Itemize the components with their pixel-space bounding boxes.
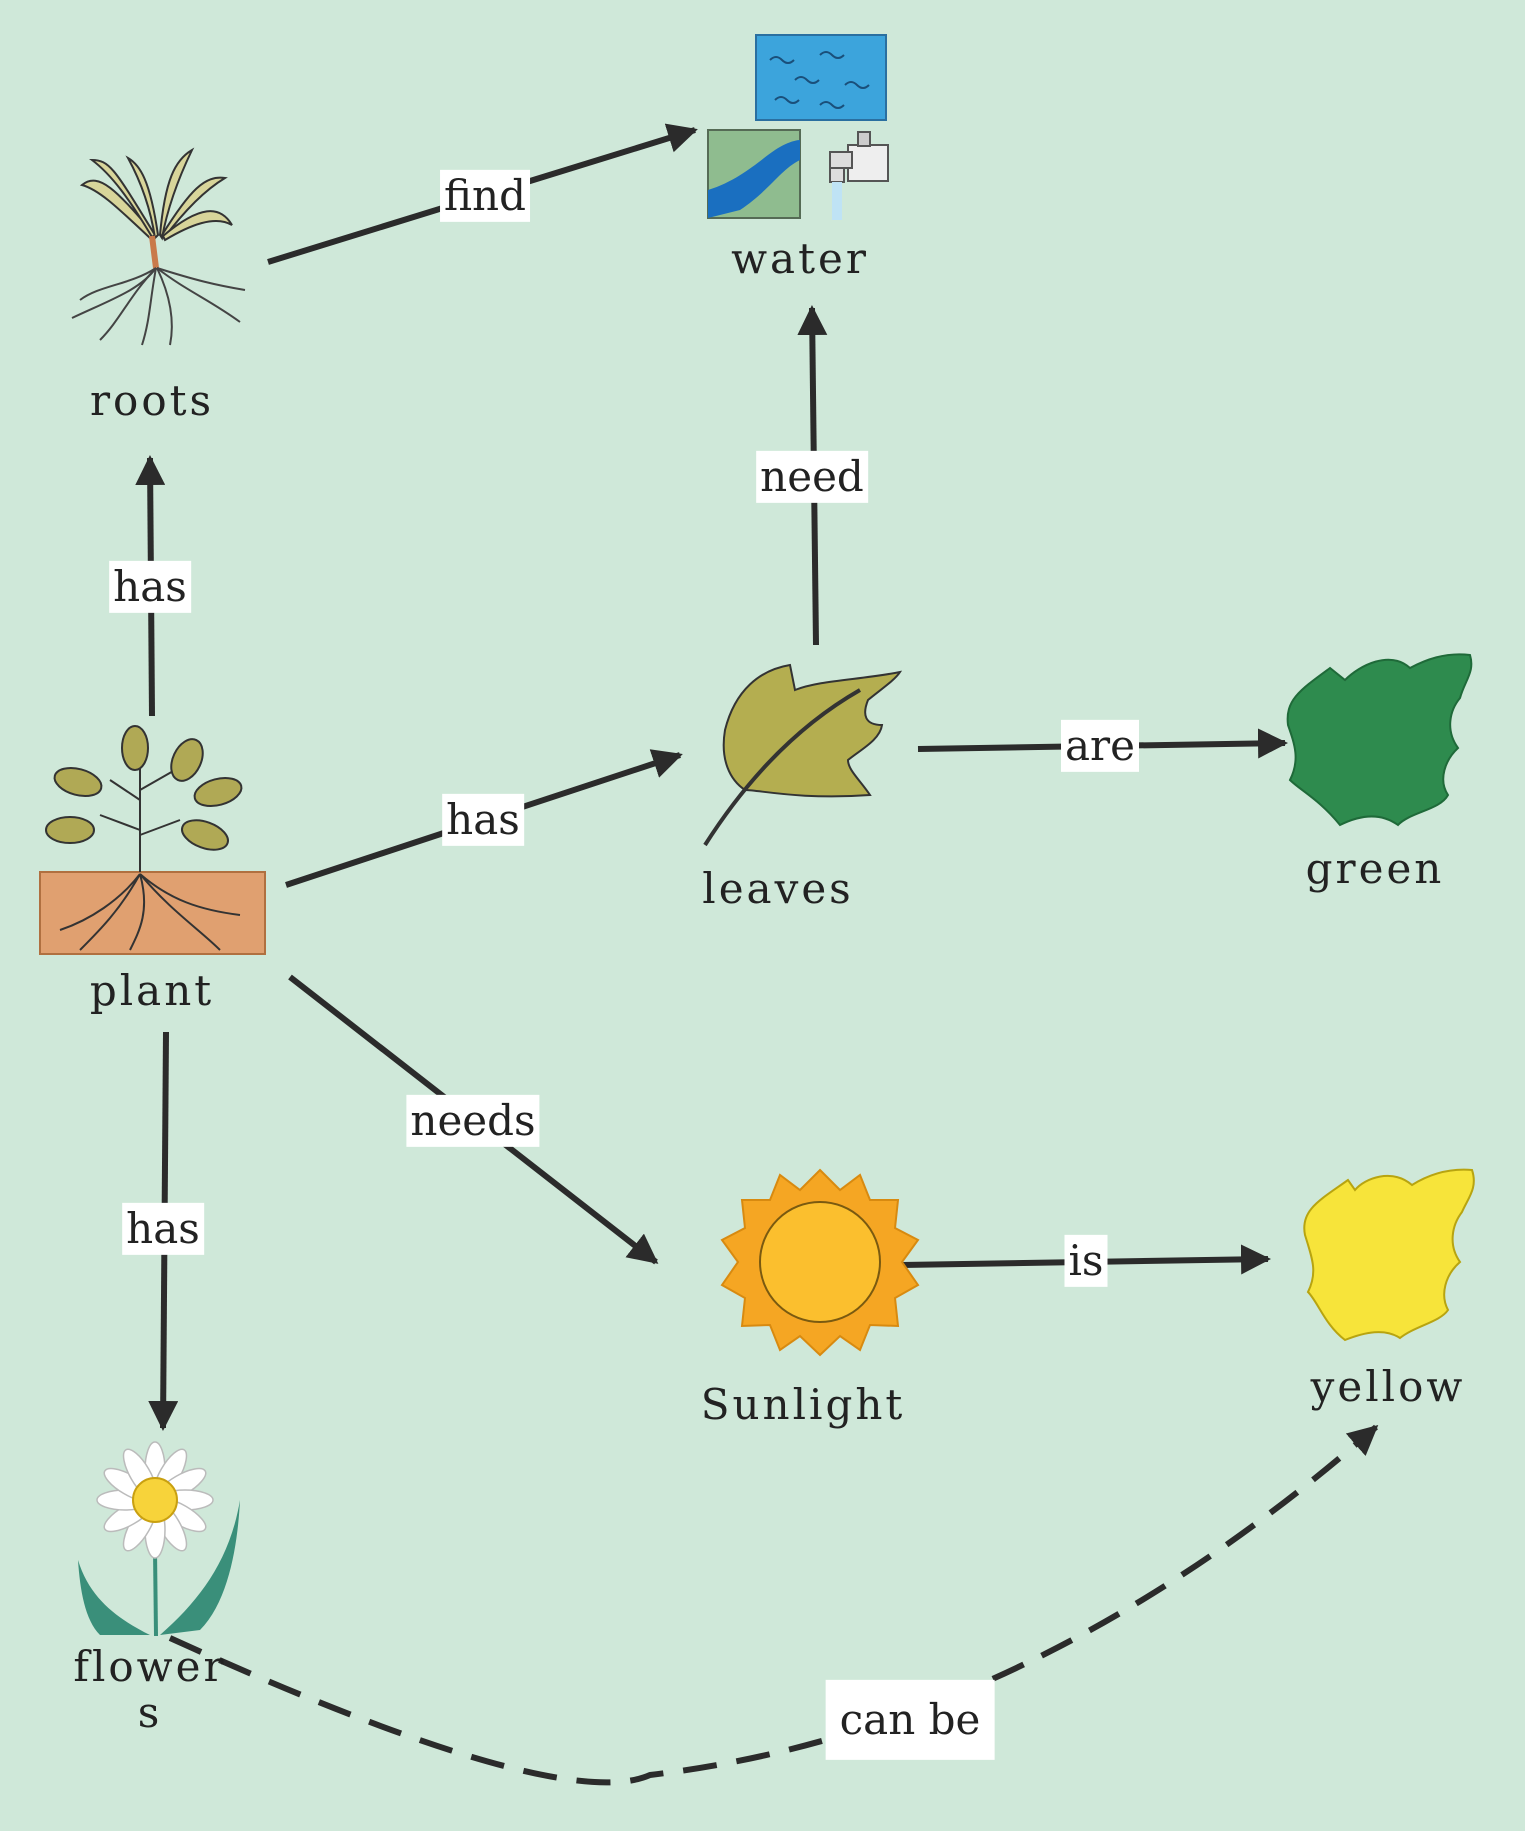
tap-icon [829,131,889,220]
flower-icon [78,1441,240,1637]
node-yellow: yellow [1310,1362,1466,1411]
edge-label-can-be: can be [825,1679,995,1761]
node-flowers-line2: s [137,1688,163,1738]
edge-label-needs: needs [406,1094,540,1148]
edge-label-need: need [756,450,868,504]
node-green: green [1305,844,1445,893]
node-flowers-line1: flower [73,1642,227,1691]
node-plant: plant [89,966,215,1015]
node-water: water [731,234,869,283]
green-blob-icon [1286,653,1473,827]
edge-label-is: is [1064,1234,1108,1288]
edge-label-are: are [1061,719,1139,773]
edge-label-find: find [440,169,530,223]
water-icon [707,34,889,220]
arrows [135,123,1379,1786]
sun-icon [720,1168,920,1357]
roots-icon [71,147,246,346]
node-flowers: flower s [73,1642,227,1738]
node-roots: roots [89,376,215,425]
edge-label-plant-has-flowers: has [122,1202,204,1256]
plant-icon [39,725,266,955]
edge-label-plant-has-roots: has [109,560,191,614]
node-leaves: leaves [702,864,854,913]
arrow-flowers-yellow [168,1424,1379,1786]
edge-label-plant-has-leaves: has [442,793,524,847]
node-sunlight: Sunlight [700,1380,906,1429]
yellow-blob-icon [1303,1168,1475,1342]
leaf-icon [703,663,903,847]
